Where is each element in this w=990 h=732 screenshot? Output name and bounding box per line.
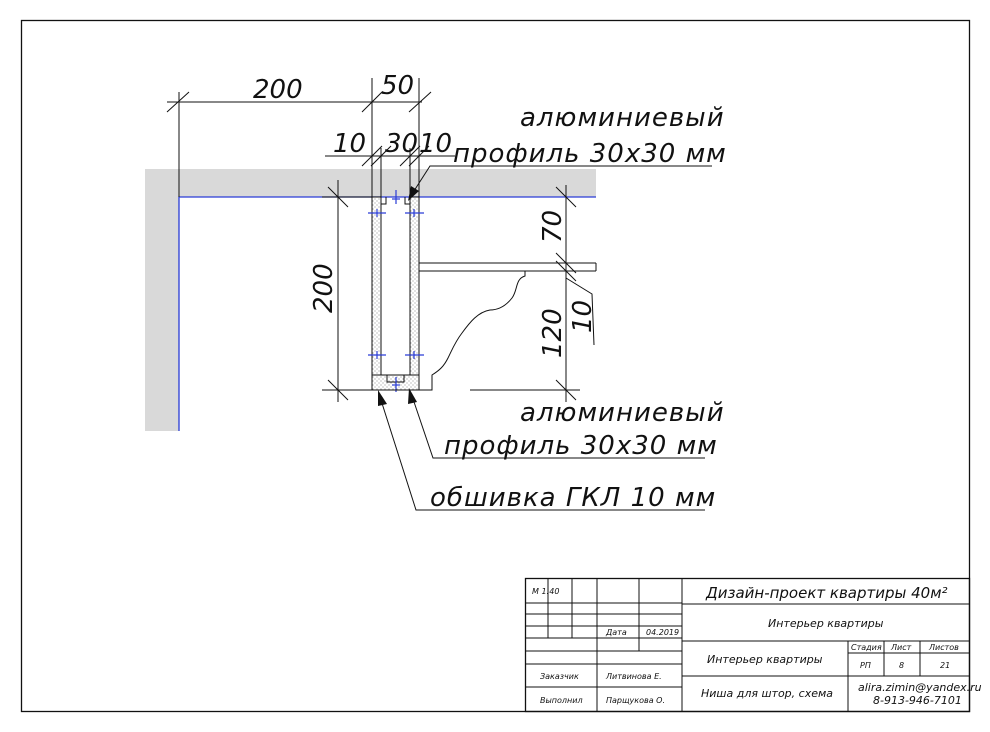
tb-date-label: Дата bbox=[605, 628, 627, 637]
gkl-board-left bbox=[371, 196, 382, 376]
dim-200-left: 200 bbox=[309, 263, 339, 313]
note-profile-top-2: профиль 30х30 мм bbox=[453, 139, 727, 169]
tb-date-value: 04.2019 bbox=[646, 628, 679, 637]
arrow-top-profile bbox=[408, 186, 419, 201]
alu-profile-left bbox=[381, 197, 387, 205]
dim-10-side: 10 bbox=[568, 300, 598, 333]
dim-10-right: 10 bbox=[419, 129, 452, 159]
wall-fill bbox=[145, 169, 596, 431]
note-profile-top-1: алюминиевый bbox=[520, 103, 725, 133]
tb-performer-label: Выполнил bbox=[540, 696, 583, 705]
wall-section bbox=[145, 169, 596, 431]
tb-contact-email: alira.zimin@yandex.ru bbox=[858, 681, 982, 694]
tb-project-title: Дизайн-проект квартиры 40м² bbox=[705, 584, 948, 602]
leader-top-profile bbox=[411, 165, 712, 195]
dim-70: 70 bbox=[538, 210, 568, 243]
dimension-lines bbox=[166, 78, 595, 402]
tb-stage-value: РП bbox=[860, 661, 871, 670]
tb-stage-label: Стадия bbox=[851, 643, 882, 652]
wall-inner-line bbox=[178, 196, 596, 431]
tb-sheet-label: Лист bbox=[890, 643, 912, 652]
cornice-molding bbox=[419, 270, 526, 391]
tb-sheets-value: 21 bbox=[940, 661, 950, 670]
tb-section-title: Интерьер квартиры bbox=[768, 617, 884, 630]
arrow-gkl bbox=[378, 390, 387, 406]
dim-10-left: 10 bbox=[333, 129, 366, 159]
note-profile-bottom-1: алюминиевый bbox=[520, 398, 725, 428]
title-block: М 1:40 Дата 04.2019 Дизайн-проект кварти… bbox=[524, 577, 982, 713]
tb-sheet-value: 8 bbox=[899, 661, 904, 670]
leader-gkl bbox=[379, 396, 705, 511]
drawing-frame bbox=[20, 19, 971, 713]
leaders bbox=[378, 165, 712, 511]
dim-200-top: 200 bbox=[253, 75, 303, 105]
dim-30: 30 bbox=[385, 129, 418, 159]
arrow-bottom-profile bbox=[408, 388, 417, 404]
leader-bottom-profile bbox=[411, 395, 705, 459]
alu-profile-right bbox=[404, 197, 410, 205]
tb-drawing-name: Ниша для штор, схема bbox=[701, 687, 833, 700]
tb-scale: М 1:40 bbox=[532, 587, 559, 596]
tb-performer-name: Парщукова О. bbox=[606, 696, 665, 705]
tb-customer-label: Заказчик bbox=[540, 672, 579, 681]
note-gkl: обшивка ГКЛ 10 мм bbox=[430, 483, 716, 513]
tb-sheets-label: Листов bbox=[928, 643, 959, 652]
tb-sheet-title: Интерьер квартиры bbox=[707, 653, 823, 666]
dim-50: 50 bbox=[381, 71, 414, 101]
note-profile-bottom-2: профиль 30х30 мм bbox=[444, 431, 718, 461]
tb-contact-phone: 8-913-946-7101 bbox=[873, 694, 962, 707]
tb-customer-name: Литвинова Е. bbox=[605, 672, 662, 681]
gkl-board-right bbox=[409, 196, 420, 376]
dim-120: 120 bbox=[538, 308, 568, 358]
